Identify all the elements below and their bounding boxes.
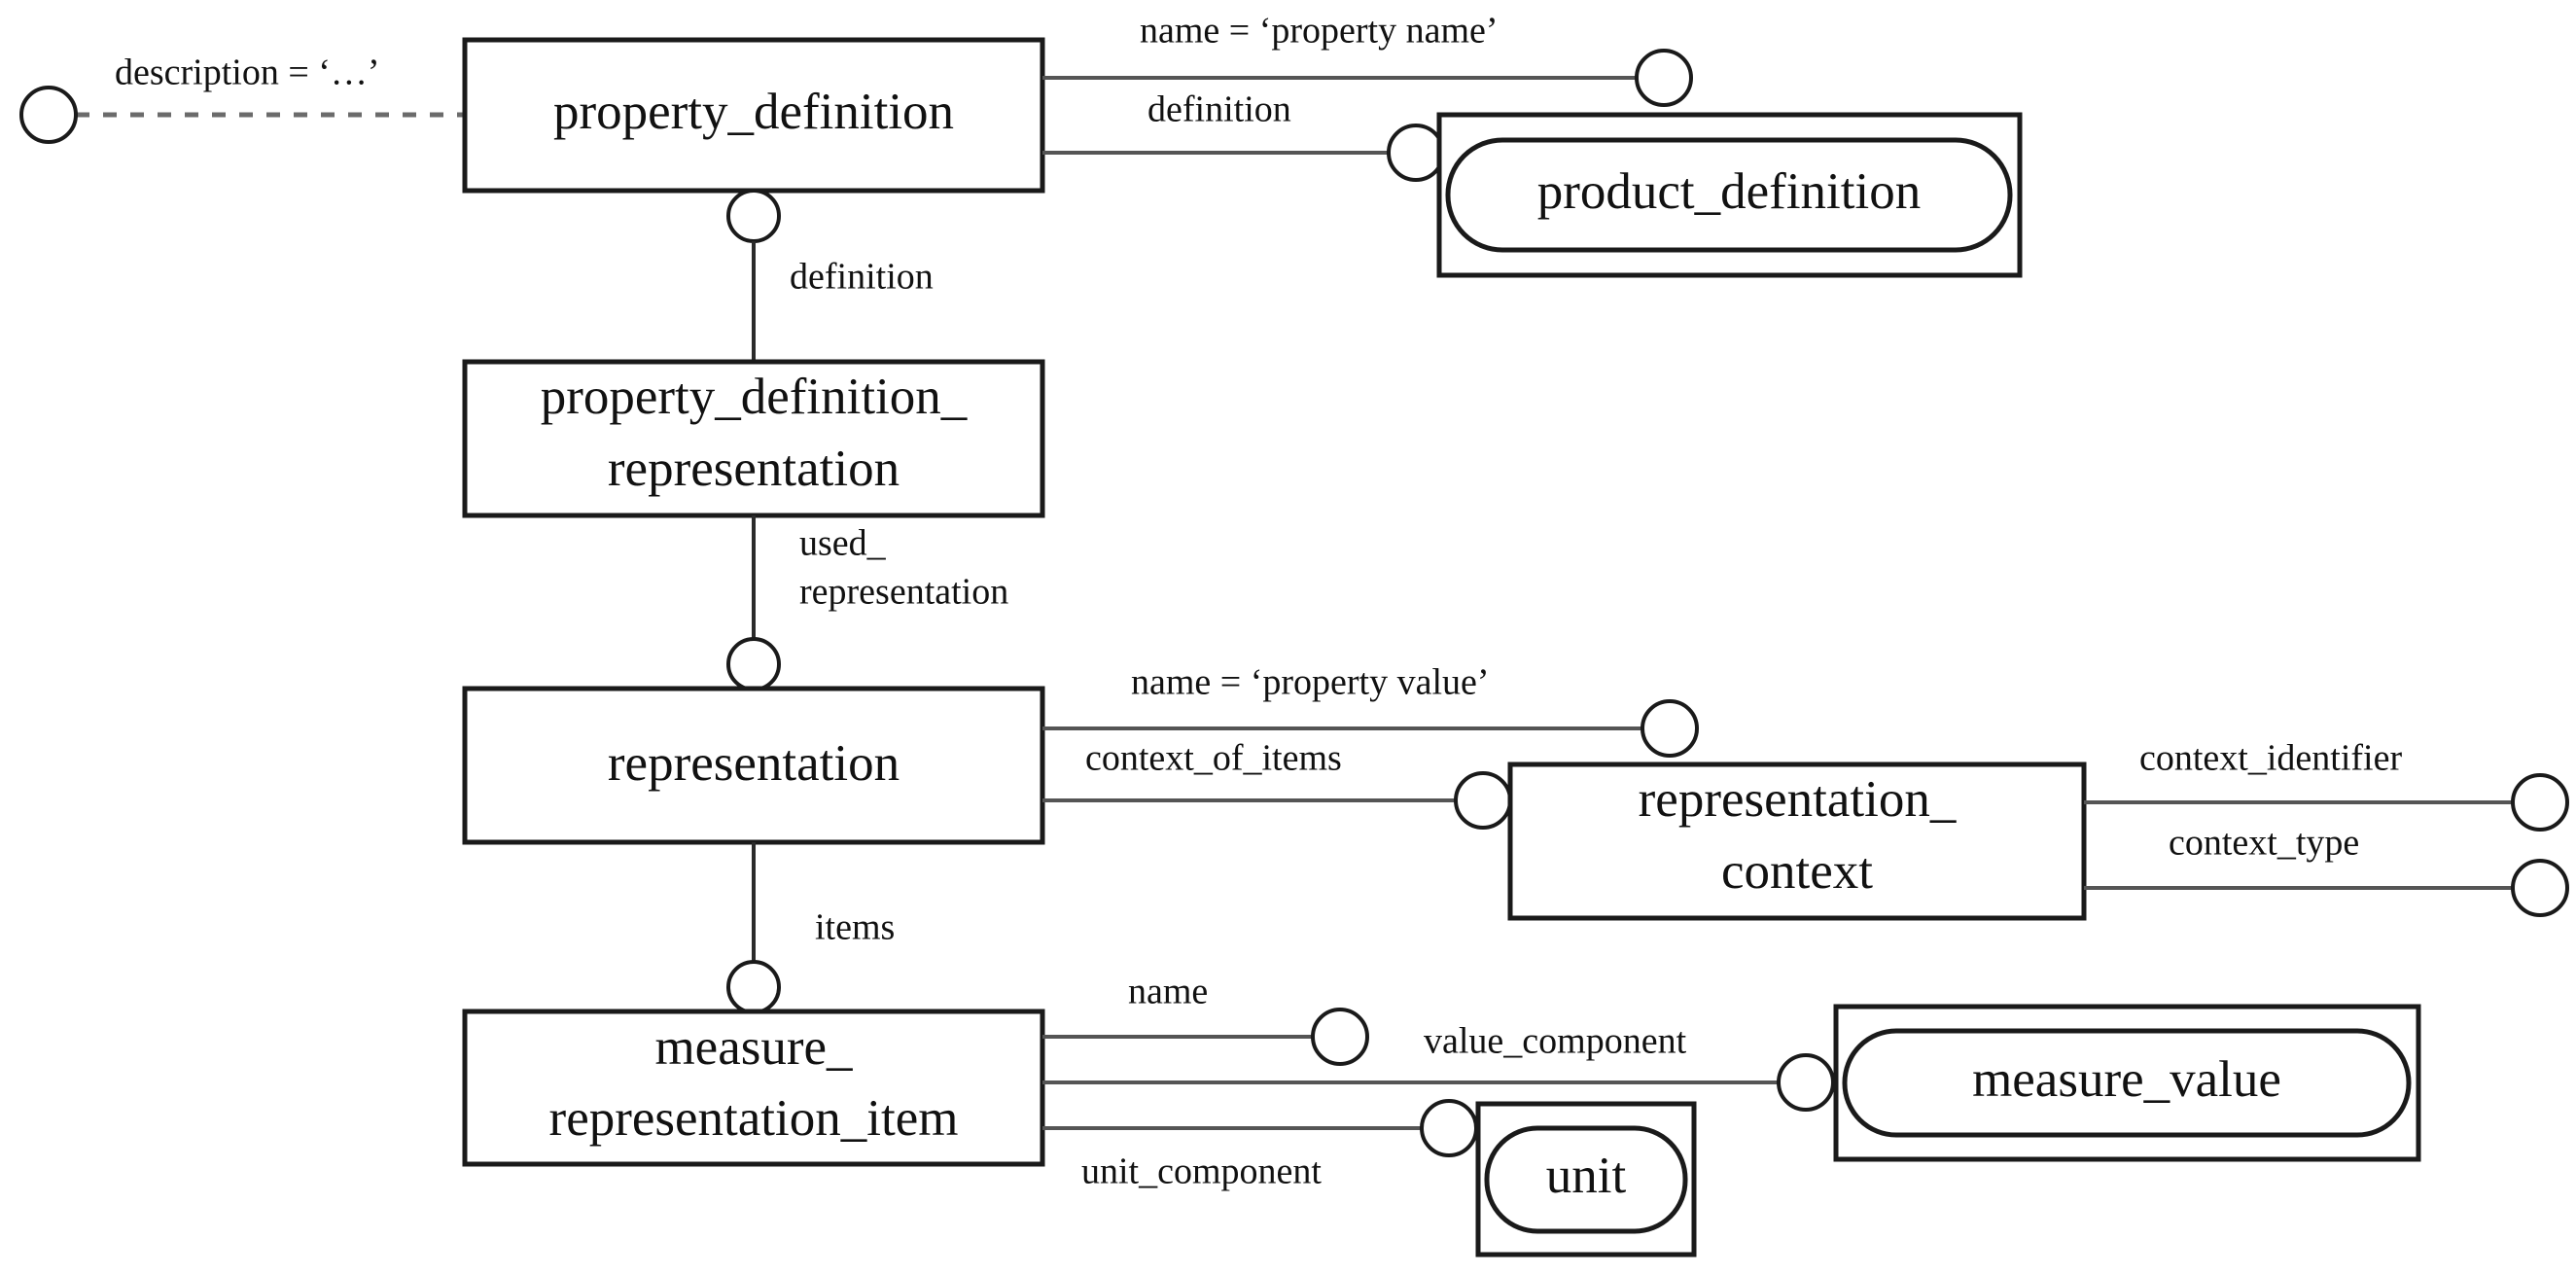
context-type-label: context_type: [2169, 823, 2359, 864]
description-label: description = ‘…’: [115, 53, 380, 93]
used-representation-label-line1: used_: [799, 523, 887, 564]
relation-value-component[interactable]: value_component: [1042, 1021, 1835, 1112]
relation-name-property-value[interactable]: name = ‘property value’: [1042, 662, 1699, 758]
context-identifier-attribute-circle[interactable]: [2511, 773, 2569, 832]
product-definition-rounded-box[interactable]: [1445, 137, 2013, 253]
relation-definition-pdr[interactable]: definition: [726, 189, 934, 362]
entity-property-definition-representation[interactable]: property_definition_ representation: [462, 359, 1045, 518]
relation-items[interactable]: items: [726, 842, 895, 1014]
items-label: items: [815, 907, 895, 948]
product-definition-label: product_definition: [1537, 163, 1921, 220]
context-of-items-label: context_of_items: [1085, 738, 1342, 779]
relation-used-representation[interactable]: used_ representation: [726, 515, 1008, 691]
unit-label: unit: [1546, 1148, 1627, 1204]
entity-measure-representation-item[interactable]: measure_ representation_item: [462, 1009, 1045, 1167]
unit-rounded-box[interactable]: [1484, 1125, 1688, 1234]
definition-pdr-label: definition: [790, 257, 934, 298]
property-definition-label: property_definition: [553, 84, 954, 140]
property-definition-representation-label-line1: property_definition_: [541, 369, 968, 425]
relation-definition-product-definition[interactable]: definition: [1042, 89, 1445, 182]
name-measure-item-attribute-circle[interactable]: [1311, 1008, 1369, 1066]
representation-context-box[interactable]: [1507, 761, 2087, 921]
value-component-label: value_component: [1424, 1021, 1687, 1062]
context-type-attribute-circle[interactable]: [2511, 859, 2569, 917]
measure-value-label: measure_value: [1972, 1051, 2281, 1108]
measure-representation-item-box[interactable]: [462, 1009, 1045, 1167]
entity-product-definition[interactable]: product_definition: [1436, 112, 2023, 278]
definition-product-connection-circle[interactable]: [1387, 124, 1445, 182]
name-property-value-attribute-circle[interactable]: [1641, 699, 1699, 758]
items-connection-circle[interactable]: [726, 960, 781, 1014]
unit-component-label: unit_component: [1081, 1151, 1322, 1192]
entity-measure-value[interactable]: measure_value: [1833, 1004, 2421, 1162]
measure-value-rounded-box[interactable]: [1842, 1028, 2412, 1138]
value-component-connection-circle[interactable]: [1777, 1053, 1835, 1112]
entity-property-definition[interactable]: property_definition: [462, 37, 1045, 194]
name-measure-item-label: name: [1128, 972, 1208, 1012]
property-definition-representation-box[interactable]: [462, 359, 1045, 518]
entity-unit[interactable]: unit: [1475, 1101, 1697, 1257]
relation-name-property-name[interactable]: name = ‘property name’: [1042, 11, 1693, 107]
context-of-items-connection-circle[interactable]: [1454, 771, 1512, 830]
used-representation-connection-circle[interactable]: [726, 637, 781, 691]
name-property-name-attribute-circle[interactable]: [1635, 49, 1693, 107]
relation-context-type[interactable]: context_type: [2084, 823, 2569, 917]
relation-unit-component[interactable]: unit_component: [1042, 1099, 1478, 1192]
entity-representation[interactable]: representation: [462, 686, 1045, 845]
unit-component-connection-circle[interactable]: [1420, 1099, 1478, 1157]
name-property-name-label: name = ‘property name’: [1140, 11, 1499, 52]
relation-context-of-items[interactable]: context_of_items: [1042, 738, 1512, 830]
definition-pdr-connection-circle[interactable]: [726, 189, 781, 243]
representation-context-label-line2: context: [1721, 843, 1873, 900]
representation-context-label-line1: representation_: [1639, 771, 1957, 828]
context-identifier-label: context_identifier: [2139, 738, 2402, 779]
name-property-value-label: name = ‘property value’: [1131, 662, 1490, 703]
measure-representation-item-label-line1: measure_: [654, 1019, 853, 1076]
property-definition-representation-label-line2: representation: [608, 441, 900, 497]
used-representation-label-line2: representation: [799, 572, 1008, 613]
property-definition-box[interactable]: [462, 37, 1045, 194]
measure-representation-item-label-line2: representation_item: [549, 1090, 959, 1147]
relation-context-identifier[interactable]: context_identifier: [2084, 738, 2569, 832]
relation-name-measure-item[interactable]: name: [1042, 972, 1369, 1066]
definition-product-label: definition: [1147, 89, 1291, 130]
entity-representation-context[interactable]: representation_ context: [1507, 761, 2087, 921]
relation-description[interactable]: description = ‘…’: [19, 53, 465, 144]
representation-label: representation: [608, 735, 900, 792]
description-attribute-circle[interactable]: [19, 86, 78, 144]
